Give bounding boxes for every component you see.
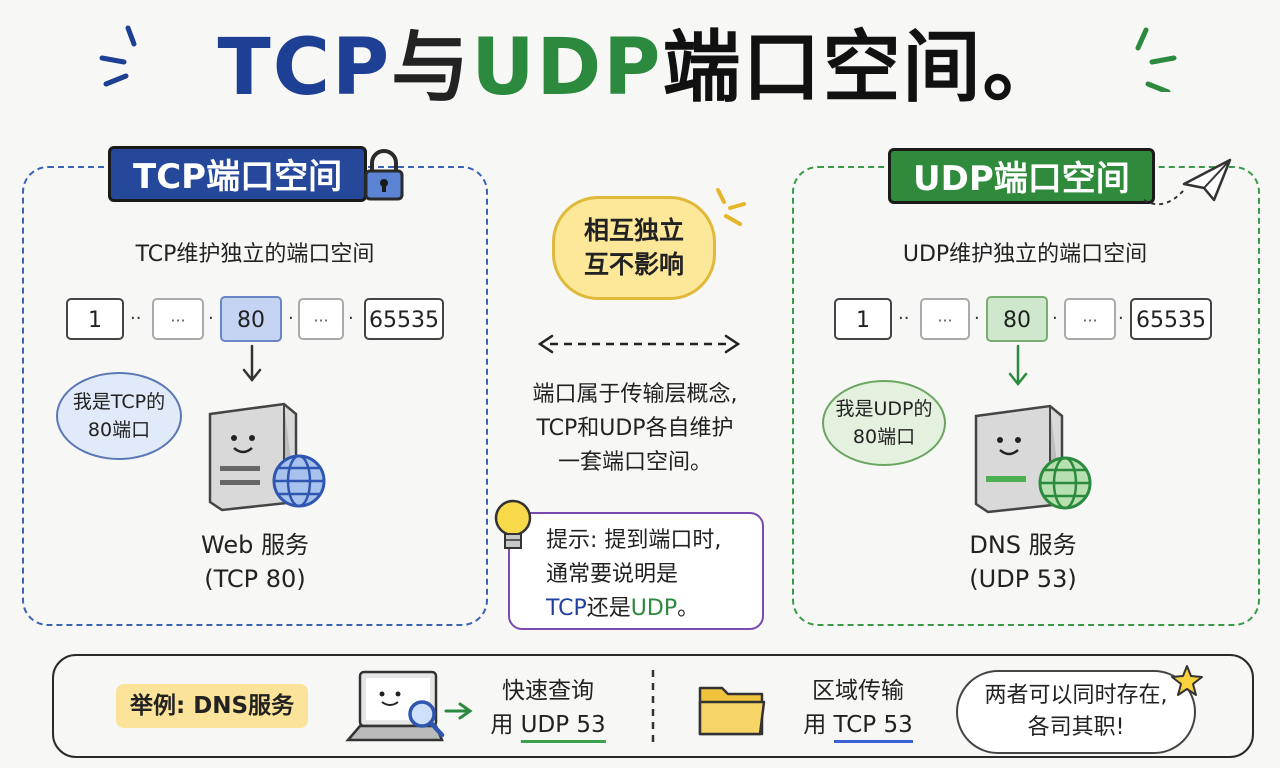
example-box xyxy=(52,654,1254,758)
query-line2: 用 UDP 53 xyxy=(480,708,616,743)
final-line2: 各司其职! xyxy=(1027,715,1125,740)
zone-text: 区域传输 用 TCP 53 xyxy=(790,674,926,743)
udp-speech-bubble: 我是UDP的 80端口 xyxy=(822,380,946,466)
udp-port-80: 80 xyxy=(986,296,1048,342)
tcp-sep: · xyxy=(288,308,294,329)
udp-port-dots: ··· xyxy=(1064,298,1116,340)
final-line1: 两者可以同时存在, xyxy=(984,683,1168,708)
tcp-service-label: Web 服务 (TCP 80) xyxy=(160,528,350,596)
tip-end: 。 xyxy=(677,596,700,621)
independence-cloud: 相互独立 互不影响 xyxy=(552,196,716,300)
query-prefix: 用 xyxy=(490,712,521,738)
udp-desc: UDP维护独立的端口空间 xyxy=(902,242,1148,267)
lightbulb-icon xyxy=(494,499,532,549)
zone-line2: 用 TCP 53 xyxy=(790,708,926,743)
title-port-space: 端口空间。 xyxy=(662,23,1063,113)
title-udp: UDP xyxy=(471,23,663,113)
tcp-speech-bubble: 我是TCP的 80端口 xyxy=(56,372,182,460)
tcp-globe-icon xyxy=(272,454,326,508)
tcp-bubble-line2: 80端口 xyxy=(87,419,151,441)
zone-proto: TCP 53 xyxy=(833,712,913,743)
query-line1: 快速查询 xyxy=(502,678,594,704)
double-arrow-icon xyxy=(537,334,741,354)
udp-sep: ·· xyxy=(898,308,910,329)
zone-prefix: 用 xyxy=(803,712,834,738)
tcp-port-dots: ··· xyxy=(298,298,344,340)
tcp-port-65535: 65535 xyxy=(364,298,444,340)
tcp-down-arrow-icon xyxy=(242,344,262,383)
udp-port-dots: ··· xyxy=(920,298,970,340)
tcp-sep: · xyxy=(208,308,214,329)
tcp-sep: · xyxy=(348,308,354,329)
tcp-service-port: (TCP 80) xyxy=(204,565,306,593)
tip-mid: 还是 xyxy=(586,596,631,621)
udp-sep: · xyxy=(1052,308,1058,329)
udp-port-1: 1 xyxy=(834,298,892,340)
title-and: 与 xyxy=(391,23,472,113)
query-text: 快速查询 用 UDP 53 xyxy=(480,674,616,743)
green-arrow-icon xyxy=(444,702,473,720)
udp-service-name: DNS 服务 xyxy=(969,531,1077,559)
cloud-line2: 互不影响 xyxy=(583,250,684,279)
tcp-sep: ·· xyxy=(130,308,142,329)
udp-globe-icon xyxy=(1038,456,1092,510)
tcp-service-name: Web 服务 xyxy=(201,531,309,559)
udp-bubble-line2: 80端口 xyxy=(852,426,916,448)
cloud-sparkle-icon xyxy=(716,188,746,226)
udp-service-port: (UDP 53) xyxy=(969,565,1077,593)
explain-line2: TCP和UDP各自维护 xyxy=(536,416,734,441)
center-explanation: 端口属于传输层概念, TCP和UDP各自维护 一套端口空间。 xyxy=(500,378,770,480)
tip-tcp: TCP xyxy=(546,596,587,621)
udp-sep: · xyxy=(974,308,980,329)
udp-bubble-line1: 我是UDP的 xyxy=(835,398,933,420)
tcp-bubble-line1: 我是TCP的 xyxy=(72,391,166,413)
paper-plane-icon xyxy=(1143,158,1232,206)
example-label: 举例: DNS服务 xyxy=(116,684,309,728)
udp-sep: · xyxy=(1118,308,1124,329)
tip-line2: 通常要说明是 xyxy=(546,562,679,587)
tip-udp: UDP xyxy=(630,596,678,621)
title-sparkle-right-icon xyxy=(1135,27,1177,92)
tcp-port-80: 80 xyxy=(220,296,282,342)
star-icon xyxy=(1171,665,1203,696)
title-sparkle-left-icon xyxy=(99,25,137,87)
zone-line1: 区域传输 xyxy=(812,678,904,704)
tcp-port-dots: ··· xyxy=(152,298,204,340)
udp-tag: UDP端口空间 xyxy=(888,148,1155,204)
query-proto: UDP 53 xyxy=(520,712,606,743)
folder-icon xyxy=(698,686,766,736)
tcp-desc: TCP维护独立的端口空间 xyxy=(135,242,375,267)
udp-port-65535: 65535 xyxy=(1130,298,1212,340)
tcp-port-1: 1 xyxy=(66,298,124,340)
coexist-bubble: 两者可以同时存在, 各司其职! xyxy=(956,670,1196,754)
tip-box: 提示: 提到端口时, 通常要说明是 TCP还是UDP。 xyxy=(508,512,764,630)
tip-line3: TCP还是UDP。 xyxy=(546,592,752,626)
explain-line1: 端口属于传输层概念, xyxy=(532,382,738,407)
tcp-tag: TCP端口空间 xyxy=(108,146,368,202)
udp-down-arrow-icon xyxy=(1008,344,1028,387)
page-title: TCP与UDP端口空间。 xyxy=(0,18,1280,118)
magnifier-icon xyxy=(408,700,445,738)
udp-service-label: DNS 服务 (UDP 53) xyxy=(928,528,1118,596)
tip-line1: 提示: 提到端口时, xyxy=(546,528,722,553)
bottom-divider xyxy=(651,670,655,746)
title-tcp: TCP xyxy=(217,23,392,113)
explain-line3: 一套端口空间。 xyxy=(557,450,712,475)
lock-icon xyxy=(364,149,404,201)
cloud-line1: 相互独立 xyxy=(583,216,684,245)
